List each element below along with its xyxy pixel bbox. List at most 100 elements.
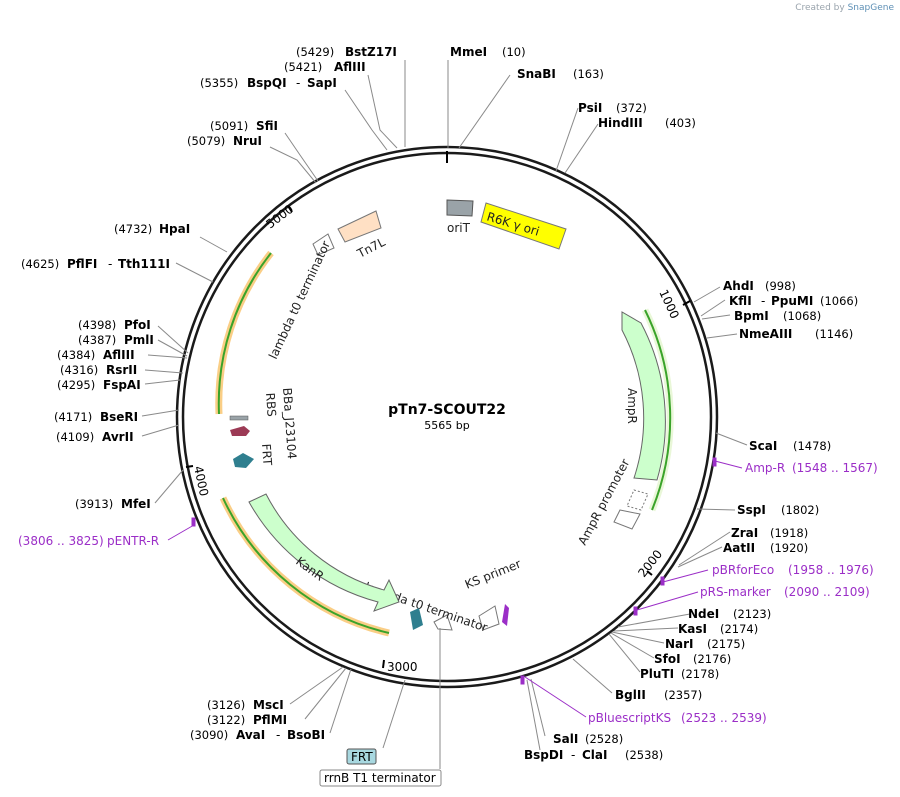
enzyme-hindiii[interactable]: HindIII	[598, 116, 643, 130]
enzyme-nmeaiii-pos: (1146)	[815, 327, 853, 341]
enzyme-sfii[interactable]: SfiI	[256, 119, 278, 133]
enzyme-afliii[interactable]: AflIII	[334, 60, 366, 74]
feature-ampr[interactable]	[621, 311, 666, 481]
enzyme-kasi[interactable]: KasI	[678, 622, 707, 636]
feature-frt-bottom[interactable]	[410, 608, 423, 630]
enzyme-bspdi[interactable]: BspDI	[524, 748, 563, 762]
feature-tn7l[interactable]	[337, 210, 382, 243]
enzyme-fspai-pos: (4295)	[57, 378, 95, 392]
primer-pbrforeco-range: (1958 .. 1976)	[788, 563, 874, 577]
enzyme-zrai-pos: (1918)	[770, 526, 808, 540]
enzyme-bspdi-pos: (2538)	[625, 748, 663, 762]
enzyme-kfli[interactable]: KflI	[729, 294, 752, 308]
enzyme-sali-pos: (2528)	[585, 732, 623, 746]
enzyme-pmli[interactable]: PmlI	[124, 333, 154, 347]
tick-1000: 1000	[656, 287, 682, 321]
credit-brand: SnapGene	[847, 3, 894, 13]
primer-pentr[interactable]: pENTR-R	[107, 534, 159, 548]
frt-box-label[interactable]: FRT	[346, 748, 377, 765]
enzyme-bspqi[interactable]: BspQI	[247, 76, 287, 90]
enzyme-ahdi[interactable]: AhdI	[723, 279, 754, 293]
enzyme-sapi[interactable]: SapI	[307, 76, 337, 90]
enzyme-nari-pos: (2175)	[707, 637, 745, 651]
feature-lambda-t0-bottom[interactable]	[433, 614, 453, 631]
enzyme-bstz17i[interactable]: BstZ17I	[345, 45, 397, 59]
enzyme-rsrii-pos: (4316)	[60, 363, 98, 377]
enzyme-msci[interactable]: MscI	[253, 698, 284, 712]
enzyme-nrui[interactable]: NruI	[233, 134, 262, 148]
enzyme-ppumi[interactable]: PpuMI	[771, 294, 813, 308]
enzyme-aatii[interactable]: AatII	[723, 541, 755, 555]
enzyme-bglii[interactable]: BglII	[615, 688, 646, 702]
enzyme-avrii[interactable]: AvrII	[102, 430, 134, 444]
enzyme-afliii2[interactable]: AflIII	[103, 348, 135, 362]
enzyme-bseri[interactable]: BseRI	[100, 410, 138, 424]
enzyme-pflmi[interactable]: PflMI	[253, 713, 287, 727]
enzyme-hpai[interactable]: HpaI	[159, 222, 190, 236]
label-tn7l: Tn7L	[354, 235, 388, 261]
enzyme-sfoi[interactable]: SfoI	[654, 652, 681, 666]
enzyme-zrai[interactable]: ZraI	[731, 526, 758, 540]
enzyme-hpai-pos: (4732)	[114, 222, 152, 236]
feature-ampr-promoter[interactable]	[613, 489, 649, 530]
feature-frt-left[interactable]	[233, 453, 254, 468]
enzyme-avai-pos: (3090)	[190, 728, 228, 742]
primer-pbluescriptks[interactable]: pBluescriptKS	[588, 711, 671, 725]
enzyme-mfei[interactable]: MfeI	[121, 497, 151, 511]
primer-leaders	[167, 457, 743, 718]
enzyme-scai-pos: (1478)	[793, 439, 831, 453]
enzyme-afliii2-pos: (4384)	[57, 348, 95, 362]
enzyme-mmei[interactable]: MmeI	[450, 45, 487, 59]
primer-pbrforeco[interactable]: pBRforEco	[712, 563, 774, 577]
feature-rbs[interactable]	[230, 426, 250, 436]
enzyme-ndei-pos: (2123)	[733, 607, 771, 621]
enzyme-avrii-pos: (4109)	[56, 430, 94, 444]
enzyme-kfli-pos: (1066)	[820, 294, 858, 308]
feature-lambda-t0-left[interactable]	[312, 233, 335, 256]
feature-orit[interactable]	[446, 199, 474, 217]
enzyme-nari[interactable]: NarI	[665, 637, 694, 651]
primer-prs-marker[interactable]: pRS-marker	[700, 585, 771, 599]
enzyme-snabi[interactable]: SnaBI	[517, 67, 556, 81]
enzyme-pfoi[interactable]: PfoI	[124, 318, 151, 332]
plasmid-name: pTn7-SCOUT22	[388, 402, 506, 418]
enzyme-fspai[interactable]: FspAI	[103, 378, 141, 392]
feature-r6k-ori[interactable]	[480, 202, 567, 250]
enzyme-scai[interactable]: ScaI	[749, 439, 777, 453]
enzyme-avai[interactable]: AvaI	[236, 728, 265, 742]
enzyme-psii[interactable]: PsiI	[578, 101, 602, 115]
tick-3000: 3000	[387, 660, 418, 674]
enzyme-ahdi-pos: (998)	[765, 279, 796, 293]
enzyme-bpmi[interactable]: BpmI	[734, 309, 769, 323]
rrnb-box-label[interactable]: rrnB T1 terminator	[319, 769, 442, 787]
primer-ampr[interactable]: Amp-R	[745, 461, 785, 475]
enzyme-rsrii[interactable]: RsrII	[106, 363, 137, 377]
enzyme-tth111i[interactable]: Tth111I	[118, 257, 170, 271]
credit-prefix: Created by	[795, 3, 845, 13]
orf-arcs	[215, 250, 674, 637]
enzyme-psii-pos: (372)	[616, 101, 647, 115]
enzyme-clai[interactable]: ClaI	[582, 748, 607, 762]
feature-ks-primer[interactable]	[478, 604, 509, 631]
enzyme-bsobi[interactable]: BsoBI	[287, 728, 325, 742]
enzyme-sali[interactable]: SalI	[553, 732, 578, 746]
feature-kanr[interactable]	[248, 493, 400, 612]
label-orit: oriT	[447, 221, 471, 235]
label-ampr: AmpR	[625, 388, 639, 424]
enzyme-pluti[interactable]: PluTI	[640, 667, 674, 681]
label-bba-j23104: BBa_J23104	[280, 387, 299, 459]
tick-2000: 2000	[635, 547, 665, 580]
primer-ampr-range: (1548 .. 1567)	[792, 461, 878, 475]
enzyme-nmeaiii[interactable]: NmeAIII	[739, 327, 792, 341]
frt-box-text: FRT	[351, 750, 373, 764]
enzyme-pflfi[interactable]: PflFI	[67, 257, 97, 271]
enzyme-mfei-pos: (3913)	[75, 497, 113, 511]
enzyme-sspi-pos: (1802)	[781, 503, 819, 517]
enzyme-sfoi-pos: (2176)	[693, 652, 731, 666]
enzyme-afliii-pos: (5421)	[284, 60, 322, 74]
enzyme-sspi[interactable]: SspI	[737, 503, 766, 517]
feature-bba-j23104[interactable]	[229, 415, 249, 421]
label-lambda-t0-left: lambda t0 terminator	[266, 239, 333, 362]
separator-dash: -	[276, 728, 280, 742]
enzyme-ndei[interactable]: NdeI	[688, 607, 719, 621]
